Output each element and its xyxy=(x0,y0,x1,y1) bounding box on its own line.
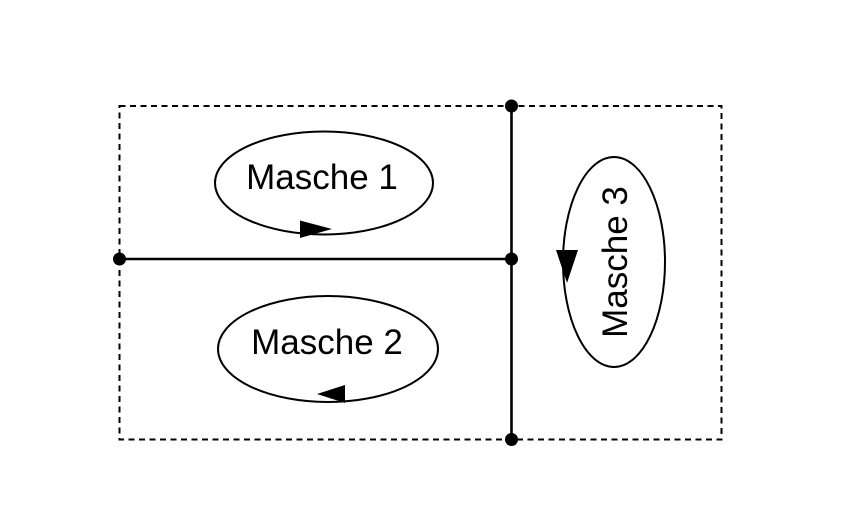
mesh-3-arrow-down-icon xyxy=(556,250,578,283)
mesh-1-loop: Masche 1 xyxy=(214,130,434,238)
node-dot-middle-junction xyxy=(505,252,518,266)
mesh-2-ellipse xyxy=(217,295,439,403)
node-dot-left xyxy=(113,252,126,266)
node-dot-top xyxy=(505,99,518,113)
mesh-2-label: Masche 2 xyxy=(251,323,403,362)
mesh-1-arrow-right-icon xyxy=(300,220,332,238)
mesh-2-arrow-left-icon xyxy=(317,385,345,403)
node-dot-bottom xyxy=(505,433,518,446)
mesh-2-loop: Masche 2 xyxy=(217,295,439,403)
outer-circuit-dashed-boundary xyxy=(118,105,723,441)
mesh-3-label: Masche 3 xyxy=(596,186,635,338)
mesh-1-label: Masche 1 xyxy=(246,158,398,197)
mesh-1-ellipse xyxy=(214,130,434,236)
mesh-3-loop: Masche 3 xyxy=(556,156,666,368)
